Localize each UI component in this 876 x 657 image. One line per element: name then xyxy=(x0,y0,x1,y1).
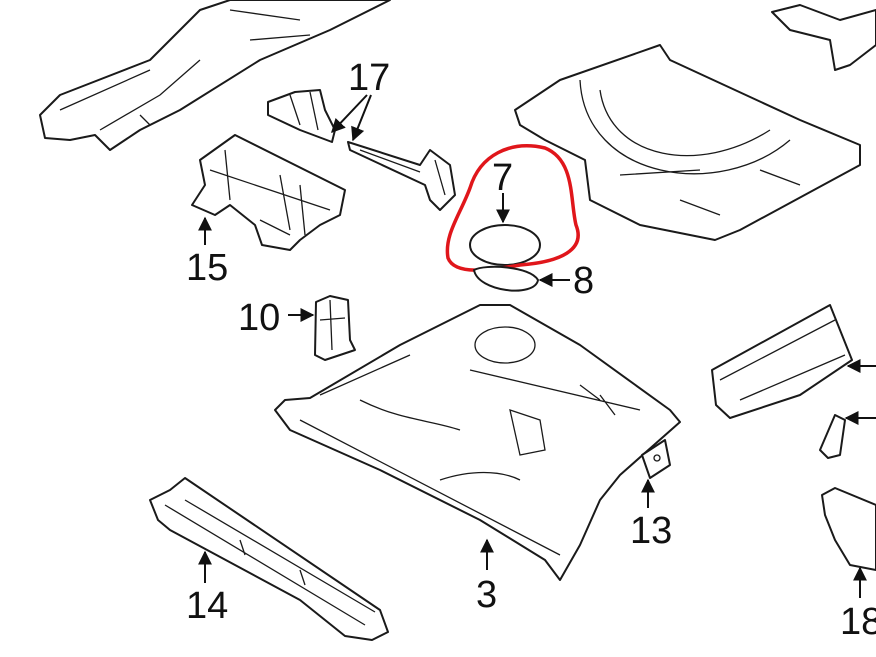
right-small-bracket-part xyxy=(819,414,846,459)
part-18-part xyxy=(821,487,876,571)
callout-arrows xyxy=(198,94,876,598)
part-15-bracket xyxy=(191,134,346,251)
callout-3: 3 xyxy=(476,574,497,616)
callout-8: 8 xyxy=(573,260,594,302)
highlight-circle xyxy=(445,144,580,272)
part-3-floor-pan xyxy=(274,304,681,581)
part-10-bracket xyxy=(314,295,356,361)
right-rail-part xyxy=(711,304,853,419)
callout-15: 15 xyxy=(186,247,228,289)
part-8-plug xyxy=(473,265,539,292)
top-right-bracket-part xyxy=(771,4,876,71)
callout-17: 17 xyxy=(348,57,390,99)
part-14-crossmember xyxy=(149,477,389,641)
callout-14: 14 xyxy=(186,585,228,627)
callout-7: 7 xyxy=(492,157,513,199)
callout-13: 13 xyxy=(630,510,672,552)
callout-18: 18 xyxy=(840,601,876,643)
spare-wheel-tub-part xyxy=(514,44,861,241)
part-7-plug xyxy=(469,224,541,266)
callout-10: 10 xyxy=(238,297,280,339)
part-13-plate xyxy=(641,439,671,479)
frame-rail-part xyxy=(39,0,391,151)
